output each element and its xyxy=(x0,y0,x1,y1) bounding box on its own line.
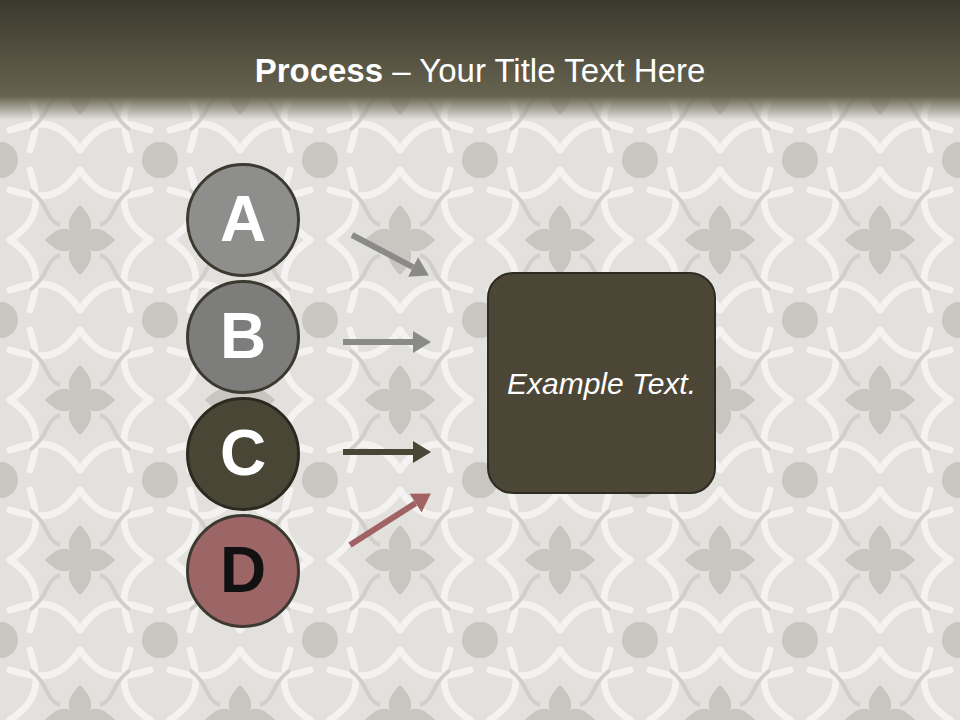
box-text: Example Text. xyxy=(507,364,696,403)
step-letter: B xyxy=(220,295,266,378)
title-text: Process – Your Title Text Here xyxy=(255,52,706,89)
step-letter: A xyxy=(220,178,266,261)
header-band xyxy=(0,0,960,120)
arrow-connector xyxy=(343,339,413,345)
process-box: Example Text. xyxy=(487,272,716,494)
step-circle: A xyxy=(186,163,300,277)
arrow-connector xyxy=(352,235,413,267)
slide-title: Process – Your Title Text Here xyxy=(0,52,960,90)
step-circle: D xyxy=(186,514,300,628)
arrow-connector xyxy=(350,503,416,545)
step-circle: B xyxy=(186,280,300,394)
step-circle: C xyxy=(186,397,300,511)
step-letter: D xyxy=(220,529,266,612)
step-letter: C xyxy=(220,412,266,495)
arrow-connector xyxy=(343,449,413,455)
